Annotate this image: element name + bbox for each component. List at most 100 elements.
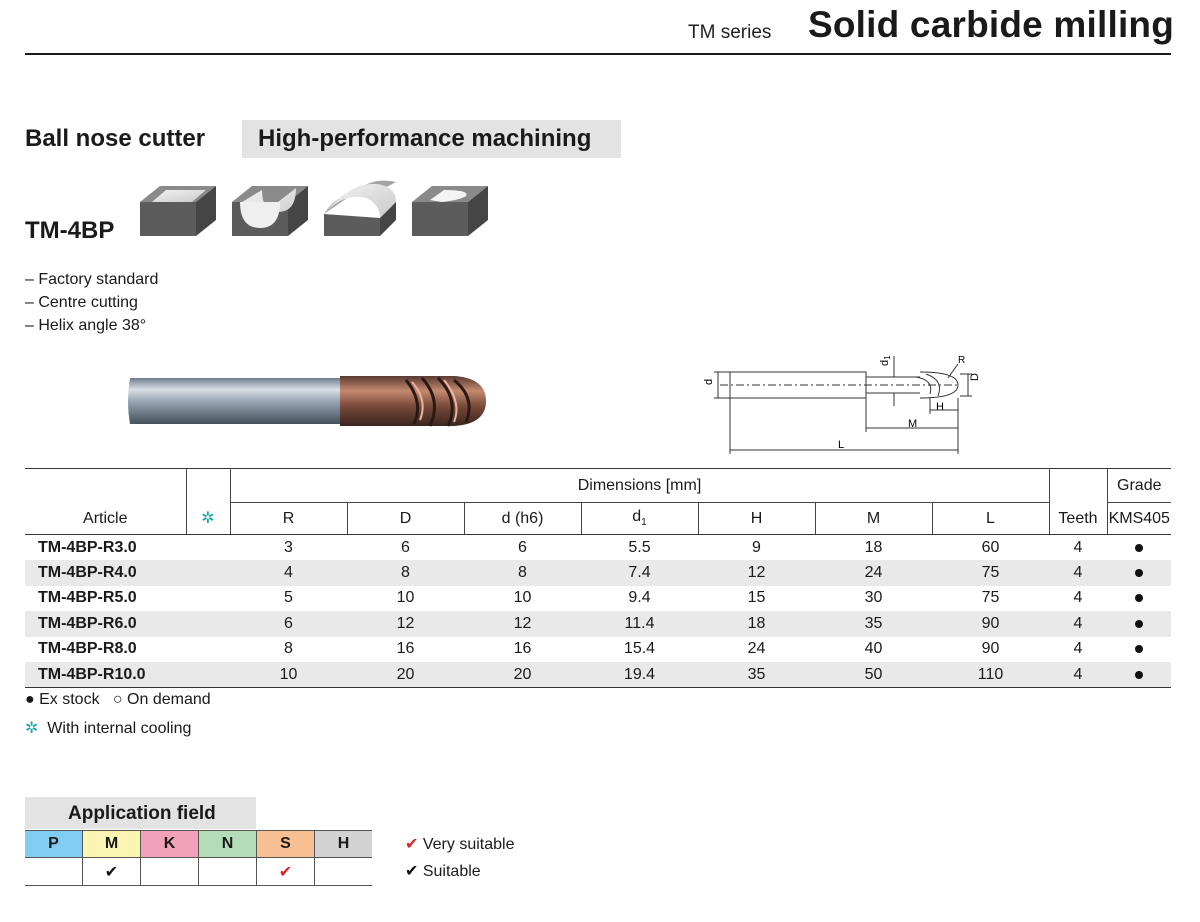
dim-cell-R: 8 [284,640,293,658]
ex-stock-dot-icon [1135,543,1143,552]
dim-cell-d1: 19.4 [581,662,698,688]
stock-legend: ● Ex stock ○ On demand [25,691,211,709]
cooling-cell [186,560,230,586]
dim-cell-H: 18 [747,614,766,632]
col-D: D [346,502,464,535]
dim-cell-R: 4 [284,563,293,581]
teeth-cell: 4 [1073,538,1083,556]
material-N: N [198,830,257,858]
performance-box [242,120,621,158]
article-header: Article [25,468,186,535]
dim-cell-D: 10 [396,589,415,607]
dim-cell-M: 40 [864,640,883,658]
dim-cell-D: 6 [401,538,410,556]
feature-list: – Factory standard – Centre cutting – He… [25,268,158,337]
suitable-legend: ✔ Suitable [405,861,481,881]
cooling-legend-text: With internal cooling [47,720,192,737]
cooling-cell [186,535,230,561]
dim-cell-M: 18 [864,538,883,556]
dim-cell-d: 10 [513,589,532,607]
dim-cell-L: 110 [932,662,1049,688]
teeth-cell: 4 [1073,589,1083,607]
drawing-label-M: M [908,418,917,430]
cooling-cell [186,662,230,688]
feature-item: – Helix angle 38° [25,317,147,334]
drawing-label-d1: d1 [879,355,892,366]
article-cell: TM-4BP-R3.0 [38,538,137,556]
teeth-cell: 4 [1073,563,1083,581]
grade-cell [1107,586,1171,612]
page-title: Solid carbide milling [808,4,1175,45]
channel-block-icon [232,186,308,236]
dim-cell-L: 60 [981,538,1000,556]
drawing-label-d: d [703,379,715,385]
curved-surface-icon [324,180,396,236]
grade-header: Grade [1106,468,1171,503]
model-code: TM-4BP [25,217,115,244]
article-cell: TM-4BP-R10.0 [25,662,186,688]
grade-cell [1107,637,1171,663]
dim-cell-d: 8 [518,563,527,581]
dim-cell-R: 6 [284,614,293,632]
dim-cell-R: 10 [230,662,347,688]
dim-cell-L: 75 [981,563,1000,581]
slot-block-icon [140,186,216,236]
teeth-header: Teeth [1048,468,1107,535]
dim-cell-H: 15 [747,589,766,607]
material-mark-N [198,857,257,886]
article-cell: TM-4BP-R8.0 [38,640,137,658]
feature-item: – Centre cutting [25,294,138,311]
col-H: H [697,502,815,535]
dim-cell-H: 35 [698,662,815,688]
dim-cell-D: 20 [347,662,464,688]
dim-cell-d1: 11.4 [624,614,655,632]
dim-cell-L: 90 [981,614,1000,632]
ex-stock-legend: ● Ex stock [25,691,100,708]
material-mark-K [140,857,199,886]
grade-cell [1107,535,1171,561]
performance-label: High-performance machining [258,125,592,152]
grade-cell [1107,611,1171,637]
header-rule [25,53,1171,55]
material-mark-S: ✔ [256,857,315,886]
dim-cell-d: 16 [513,640,532,658]
dim-cell-D: 12 [396,614,415,632]
dimensions-header: Dimensions [mm] [229,468,1050,503]
dim-cell-L: 90 [981,640,1000,658]
col-L: L [931,502,1049,535]
suitable-label: Suitable [422,863,481,880]
grade-cell [1107,560,1171,586]
product-type: Ball nose cutter [25,125,206,152]
very-suitable-check-icon: ✔ [405,836,419,853]
suitable-check-icon: ✔ [405,863,419,880]
dimensions-table: Article ✲ Dimensions [mm] Teeth Grade R … [25,468,1171,688]
dim-cell-d: 12 [513,614,532,632]
dim-cell-H: 9 [752,538,761,556]
dim-cell-H: 12 [747,563,766,581]
drawing-label-H: H [936,401,944,413]
application-title: Application field [68,803,216,824]
ex-stock-dot-icon [1135,670,1143,679]
feature-item: – Factory standard [25,271,159,288]
dim-cell-M: 24 [864,563,883,581]
dim-cell-H: 24 [747,640,766,658]
col-M: M [814,502,932,535]
dim-cell-d: 20 [464,662,581,688]
very-suitable-legend: ✔ Very suitable [405,834,514,854]
material-H: H [314,830,372,858]
application-title-box [25,797,256,829]
material-K: K [140,830,199,858]
ex-stock-dot-icon [1135,594,1143,603]
series-label: TM series [688,22,772,43]
on-demand-legend: ○ On demand [112,691,211,708]
col-d-h6: d (h6) [463,502,581,535]
col-R: R [229,502,347,535]
ex-stock-dot-icon [1135,568,1143,577]
drawing-label-R: R [958,355,965,366]
drawing-label-D: D [969,373,980,381]
